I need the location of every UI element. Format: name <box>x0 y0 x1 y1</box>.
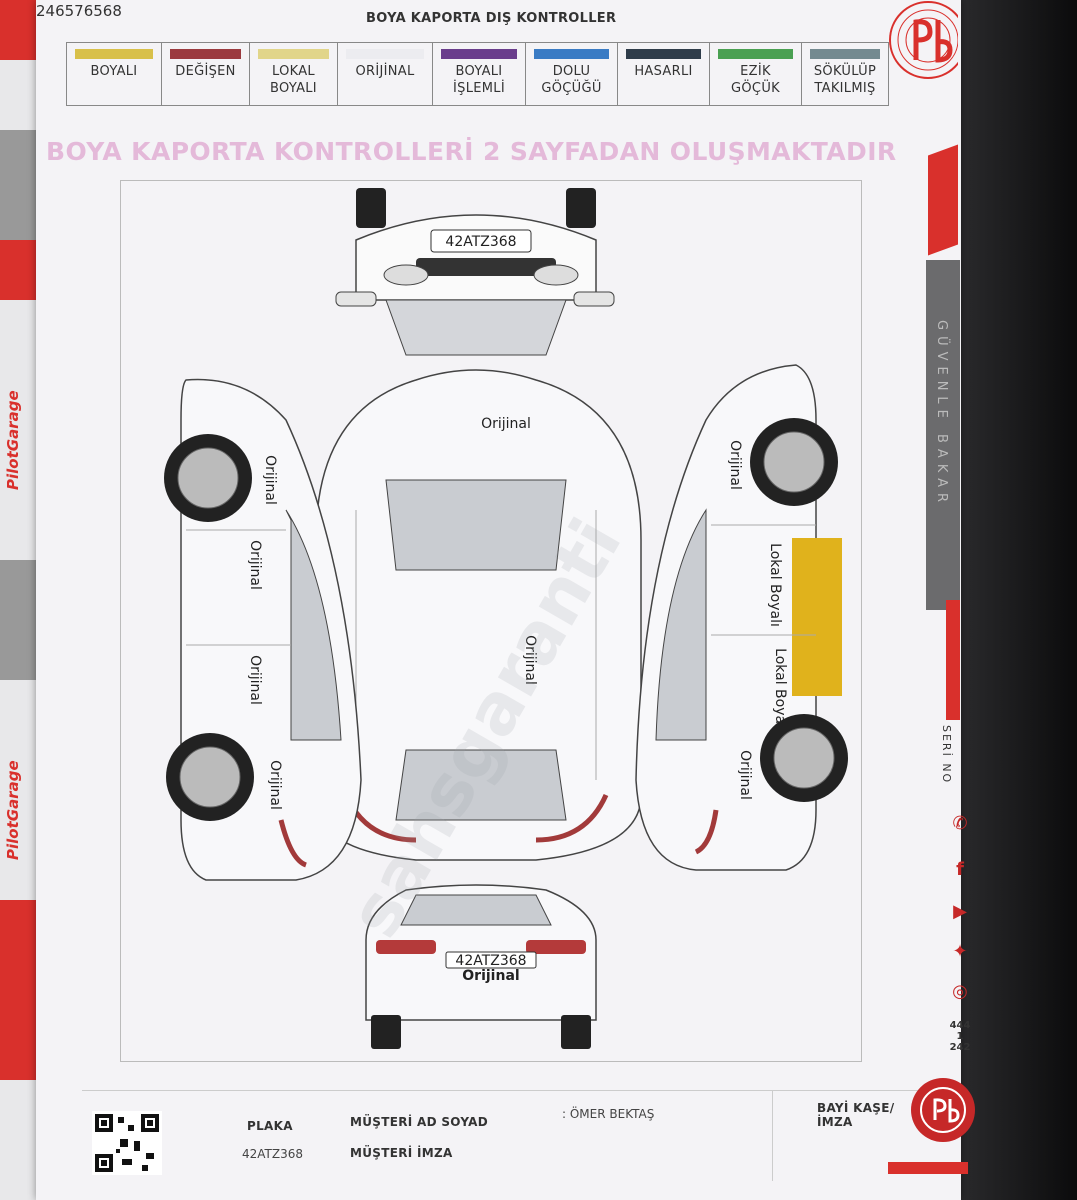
label-roof: Orijinal <box>522 635 538 685</box>
customer-name-label: MÜŞTERİ AD SOYAD <box>350 1115 489 1129</box>
rim <box>179 746 241 808</box>
inspection-sheet: 246576568 BOYA KAPORTA DIŞ KONTROLLER BO… <box>36 0 961 1200</box>
hotline: 444 1 242 <box>949 1020 971 1053</box>
label-rear: Orijinal <box>462 968 519 984</box>
legend-swatch <box>346 49 424 59</box>
legend-swatch <box>170 49 241 59</box>
legend-item: EZİK GÖÇÜK <box>710 43 802 105</box>
legend-label: BOYALI <box>90 64 138 79</box>
legend-item: LOKAL BOYALI <box>250 43 338 105</box>
legend-label: ORİJİNAL <box>355 64 415 79</box>
legend-swatch <box>534 49 609 59</box>
customer-sign-label: MÜŞTERİ İMZA <box>350 1146 453 1160</box>
legend-item: SÖKÜLÜP TAKILMIŞ <box>802 43 888 105</box>
label-left-front-door: Orijinal <box>247 540 263 590</box>
legend-swatch <box>258 49 329 59</box>
legend-label: BOYALI İŞLEMLİ <box>453 64 505 96</box>
label-left-rear-fender: Orijinal <box>267 760 283 810</box>
label-right-rear-door: Lokal Boyalı <box>772 648 788 732</box>
plate-label: PLAKA <box>247 1119 293 1133</box>
qr-code <box>92 1111 162 1175</box>
two-page-banner: BOYA KAPORTA KONTROLLERİ 2 SAYFADAN OLUŞ… <box>46 137 897 166</box>
legend-label: DEĞİŞEN <box>175 64 236 79</box>
serial-label: SERİ NO <box>940 725 953 785</box>
car-top-view: Orijinal Orijinal <box>315 369 642 861</box>
brand-text: PilotGarage <box>4 390 22 490</box>
page-title: BOYA KAPORTA DIŞ KONTROLLER <box>366 11 617 26</box>
label-right-front-door: Lokal Boyalı <box>767 543 783 627</box>
car-rear-view: 42ATZ368 Orijinal <box>365 884 597 1049</box>
car-diagram: 42ATZ368 Orijinal Orijinal <box>164 188 848 1049</box>
plate-rear: 42ATZ368 <box>455 953 526 969</box>
legend-swatch <box>441 49 517 59</box>
dealer-stamp-label: BAYİ KAŞE/İMZA <box>817 1101 895 1129</box>
legend-label: EZİK GÖÇÜK <box>731 64 780 96</box>
diagram-frame <box>120 180 862 1062</box>
right-brand-rail: GÜVENLE BAKAR SERİ NO ✆ f ▶ ✦ ◎ 444 1 24… <box>888 0 975 1200</box>
rim <box>763 431 825 493</box>
slogan: GÜVENLE BAKAR <box>934 320 949 509</box>
plate-front-box <box>430 229 532 253</box>
dealer-stamp-seal <box>911 1078 975 1142</box>
youtube-icon[interactable]: ▶ <box>953 901 967 922</box>
local-paint-mark <box>792 538 842 696</box>
label-hood: Orijinal <box>481 416 531 432</box>
plate-front: 42ATZ368 <box>445 234 516 250</box>
brand-text: PilotGarage <box>4 760 22 860</box>
label-right-front-fender: Orijinal <box>727 440 743 490</box>
rim <box>773 727 835 789</box>
legend-swatch <box>810 49 880 59</box>
customer-name-value: : ÖMER BEKTAŞ <box>562 1107 655 1121</box>
legend-swatch <box>718 49 793 59</box>
legend-item: BOYALI İŞLEMLİ <box>433 43 526 105</box>
facebook-icon[interactable]: f <box>956 859 964 880</box>
legend-label: LOKAL BOYALI <box>270 64 317 96</box>
twitter-icon[interactable]: ✦ <box>952 941 968 962</box>
footer: PLAKA 42ATZ368 MÜŞTERİ AD SOYAD : ÖMER B… <box>82 1090 927 1181</box>
label-left-front-fender: Orijinal <box>262 455 278 505</box>
pb-logo <box>889 1 958 79</box>
legend-item: ORİJİNAL <box>338 43 433 105</box>
instagram-icon[interactable]: ◎ <box>952 981 968 1002</box>
mirror-right <box>566 188 596 228</box>
legend-item: BOYALI <box>67 43 162 105</box>
legend-label: DOLU GÖÇÜĞÜ <box>541 64 602 96</box>
rim <box>177 447 239 509</box>
legend-item: DOLU GÖÇÜĞÜ <box>526 43 618 105</box>
car-left-side: Orijinal Orijinal Orijinal Orijinal <box>164 378 362 881</box>
car-front-view: 42ATZ368 <box>335 188 615 356</box>
plate-value: 42ATZ368 <box>242 1147 304 1161</box>
whatsapp-icon[interactable]: ✆ <box>952 813 968 834</box>
car-right-side: Orijinal Lokal Boyalı Lokal Boyalı Oriji… <box>635 364 848 871</box>
legend-label: SÖKÜLÜP TAKILMIŞ <box>813 64 877 96</box>
mirror-left <box>356 188 386 228</box>
phone-fragment: 246576568 <box>36 2 122 20</box>
label-right-rear-fender: Orijinal <box>737 750 753 800</box>
legend-swatch <box>75 49 153 59</box>
legend-label: HASARLI <box>634 64 693 79</box>
legend-item: DEĞİŞEN <box>162 43 250 105</box>
color-legend: BOYALI DEĞİŞEN LOKAL BOYALI ORİJİNAL BOYALI … <box>66 42 889 106</box>
label-left-rear-door: Orijinal <box>247 655 263 705</box>
legend-swatch <box>626 49 701 59</box>
legend-item: HASARLI <box>618 43 710 105</box>
background-dark <box>960 0 1077 1200</box>
